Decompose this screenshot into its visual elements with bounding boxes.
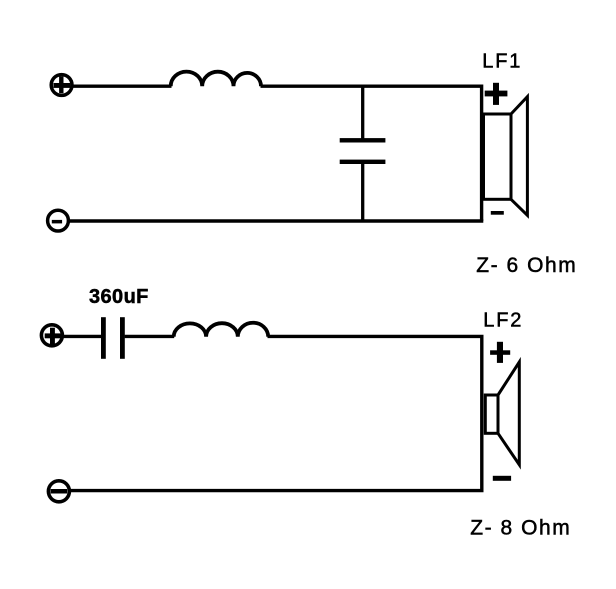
svg-text:Z- 6 Ohm: Z- 6 Ohm (476, 254, 577, 277)
svg-text:Z- 8 Ohm: Z- 8 Ohm (470, 517, 571, 540)
svg-text:LF2: LF2 (483, 310, 523, 332)
svg-text:360uF: 360uF (89, 286, 149, 308)
svg-text:LF1: LF1 (482, 50, 522, 72)
